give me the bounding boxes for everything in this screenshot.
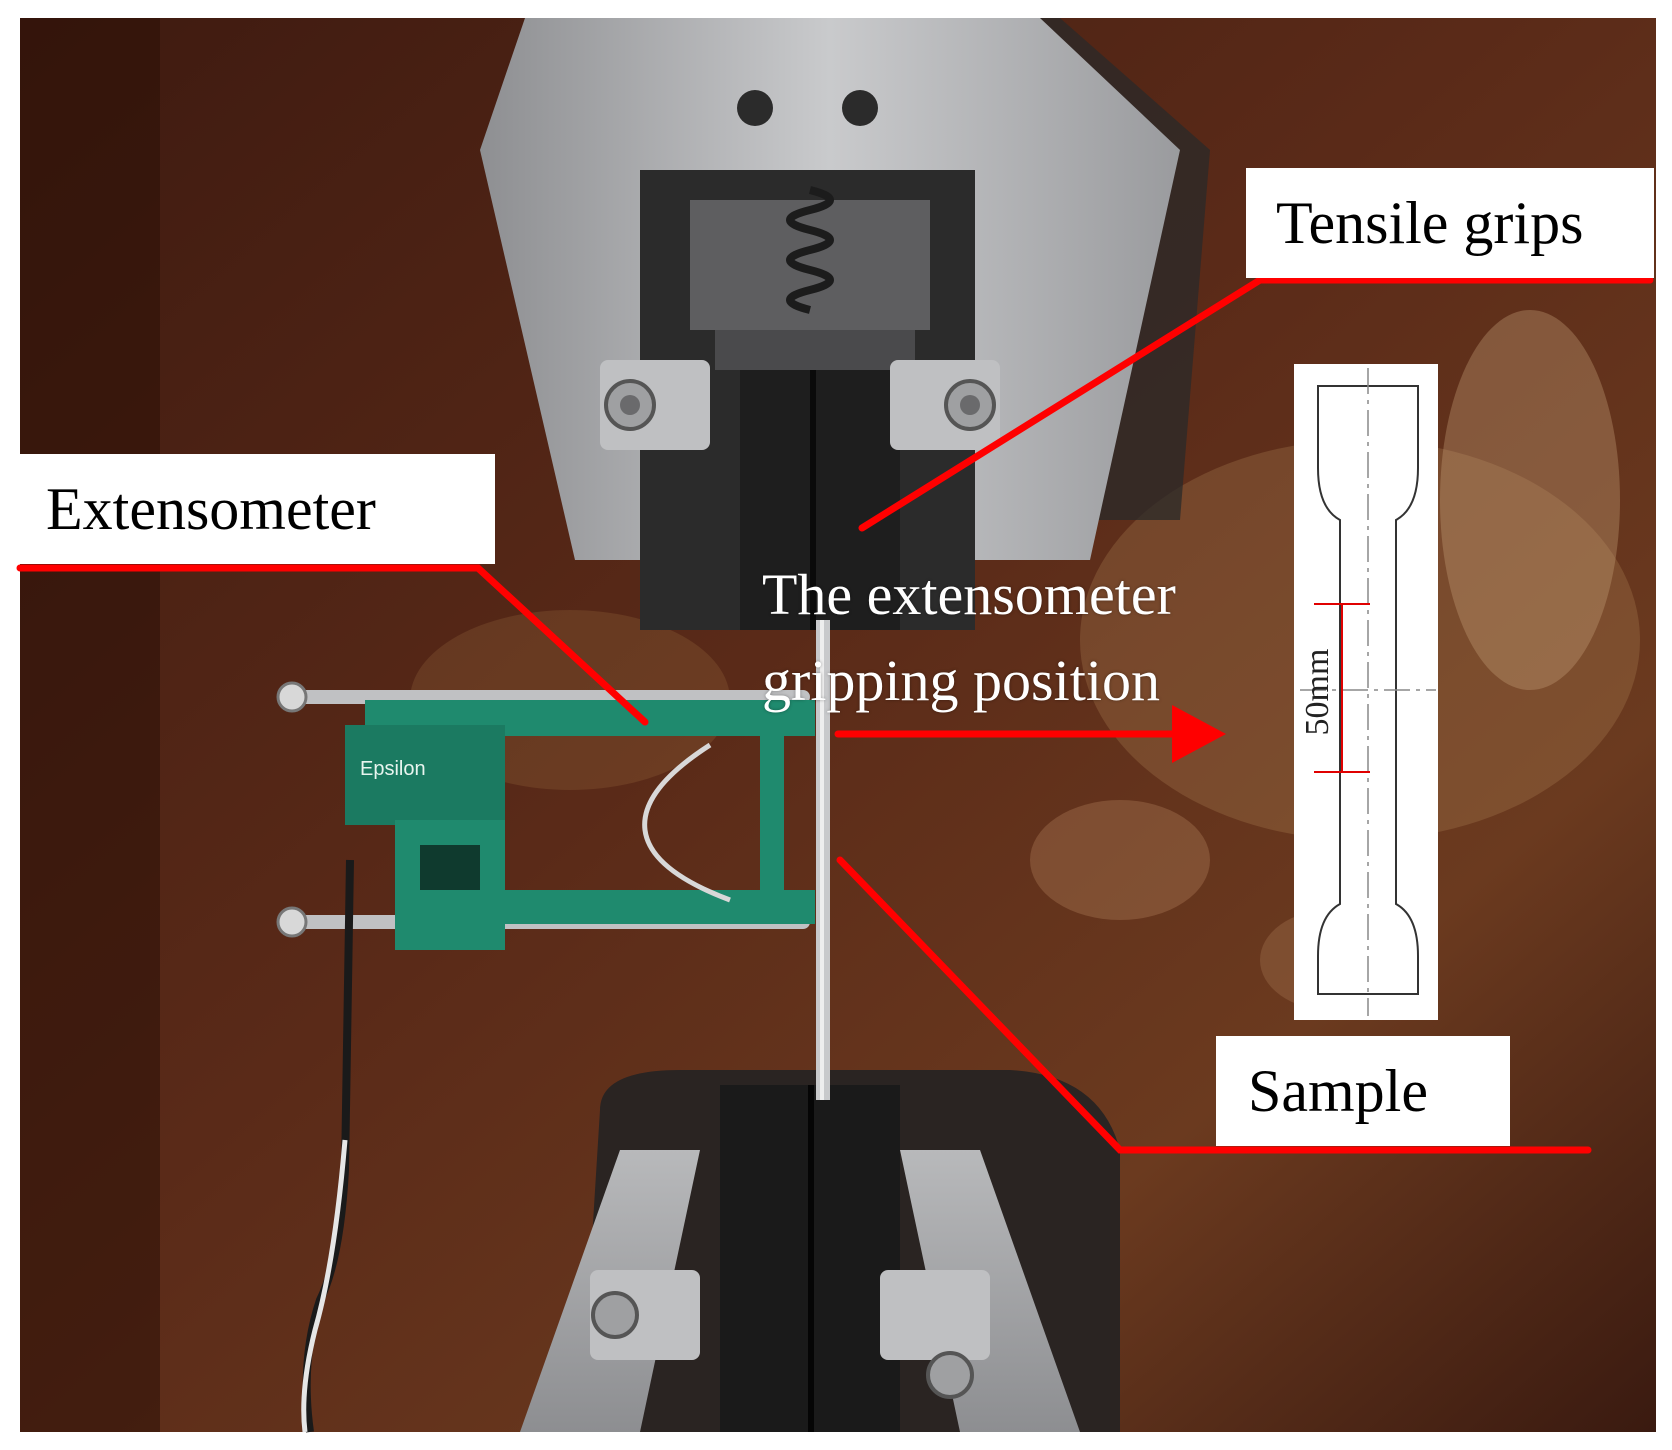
extensometer-device: Epsilon [276,681,815,1433]
tensile-grips-leader-line [858,276,1654,532]
extensometer-label-text: Extensometer [46,475,376,542]
tensile-grips-label-text: Tensile grips [1276,189,1584,256]
sample-leader-line [836,856,1592,1154]
gripping-position-caption-line2: gripping position [762,648,1160,713]
gripping-position-arrow-head [1172,705,1226,763]
svg-text:Epsilon: Epsilon [360,758,426,780]
sample-label-text: Sample [1248,1057,1428,1124]
extensometer-leader-line [16,564,649,726]
specimen-drawing-inset [1294,364,1438,1020]
gripping-position-caption-line1: The extensometer [762,562,1176,627]
lower-tensile-grip [520,1070,1120,1432]
gauge-length-label-text: 50mm [1299,648,1336,736]
upper-tensile-grip [480,18,1210,630]
extensometer-label: Extensometer [20,454,495,564]
gauge-length-dimension [1314,603,1370,773]
annotation-lines [16,276,1654,1154]
tensile-grips-label: Tensile grips [1246,168,1654,278]
sample-specimen [816,620,830,1100]
sample-label: Sample [1216,1036,1510,1146]
